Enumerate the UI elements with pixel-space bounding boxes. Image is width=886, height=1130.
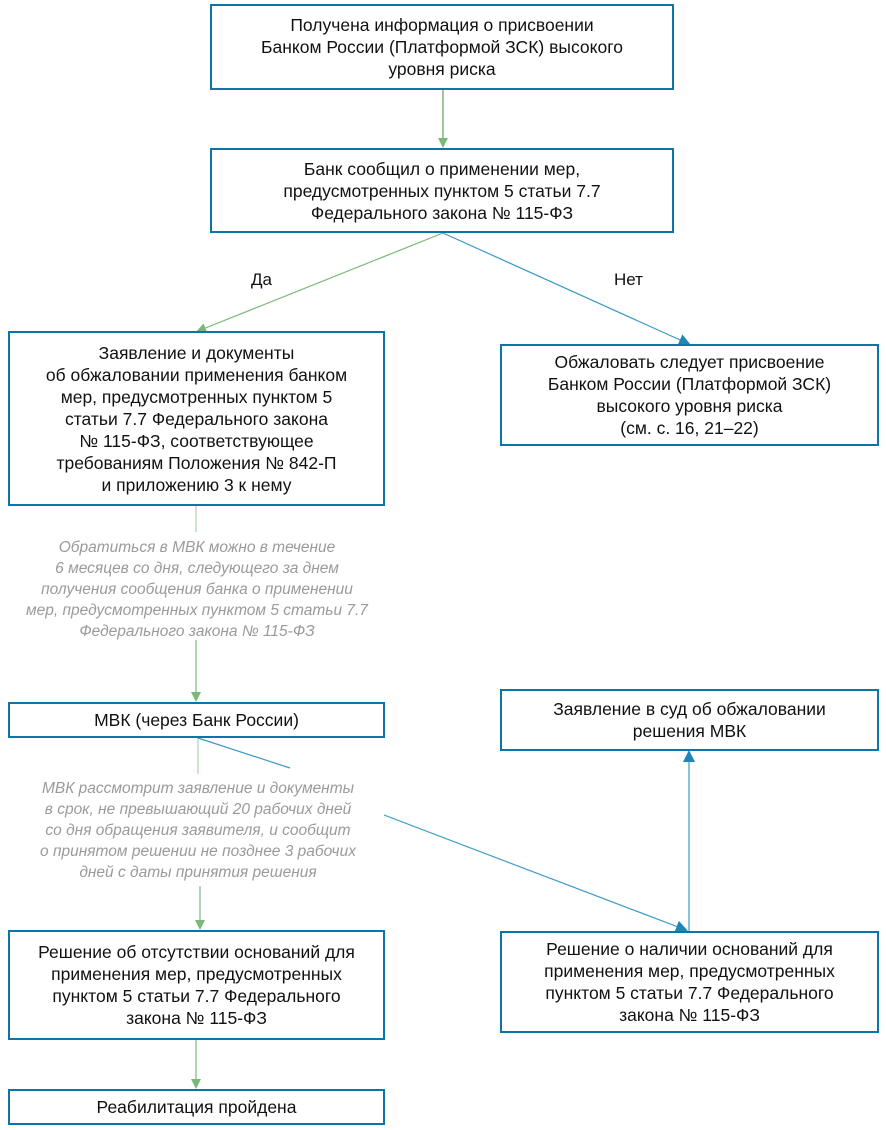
note-deadline: Обратиться в МВК можно в течение 6 месяц… bbox=[26, 539, 368, 640]
node-mvk: МВК (через Банк России) bbox=[8, 702, 385, 738]
branch-label-yes: Да bbox=[251, 270, 272, 289]
node-application-text: Заявление и документы об обжаловании при… bbox=[45, 342, 348, 495]
node-court: Заявление в суд об обжаловании решения М… bbox=[500, 689, 879, 751]
node-appeal-risk: Обжаловать следует присвоение Банком Рос… bbox=[500, 344, 879, 446]
arrow-mvk-to-grounds bbox=[383, 814, 688, 933]
node-rehab-text: Реабилитация пройдена bbox=[96, 1097, 297, 1117]
node-received: Получена информация о присвоении Банком … bbox=[210, 4, 674, 90]
arrow-no bbox=[442, 232, 691, 346]
arrow-yes bbox=[196, 232, 444, 333]
connector-mvk-grounds-upper bbox=[197, 737, 291, 769]
branch-label-no: Нет bbox=[614, 270, 643, 289]
node-rehab: Реабилитация пройдена bbox=[8, 1089, 385, 1125]
node-no-grounds-text: Решение об отсутствии оснований для прим… bbox=[38, 942, 355, 1028]
node-mvk-text: МВК (через Банк России) bbox=[94, 710, 299, 730]
node-grounds-text: Решение о наличии оснований для применен… bbox=[544, 939, 835, 1025]
node-application: Заявление и документы об обжаловании при… bbox=[8, 331, 385, 506]
node-grounds: Решение о наличии оснований для применен… bbox=[500, 931, 879, 1033]
node-bank-reported: Банк сообщил о применении мер, предусмот… bbox=[210, 148, 674, 233]
node-received-text: Получена информация о присвоении Банком … bbox=[261, 15, 623, 79]
node-appeal-risk-text: Обжаловать следует присвоение Банком Рос… bbox=[547, 352, 832, 438]
note-review: МВК рассмотрит заявление и документы в с… bbox=[40, 780, 356, 881]
node-bank-reported-text: Банк сообщил о применении мер, предусмот… bbox=[283, 158, 601, 223]
node-no-grounds: Решение об отсутствии оснований для прим… bbox=[8, 930, 385, 1040]
node-court-text: Заявление в суд об обжаловании решения М… bbox=[553, 699, 826, 741]
